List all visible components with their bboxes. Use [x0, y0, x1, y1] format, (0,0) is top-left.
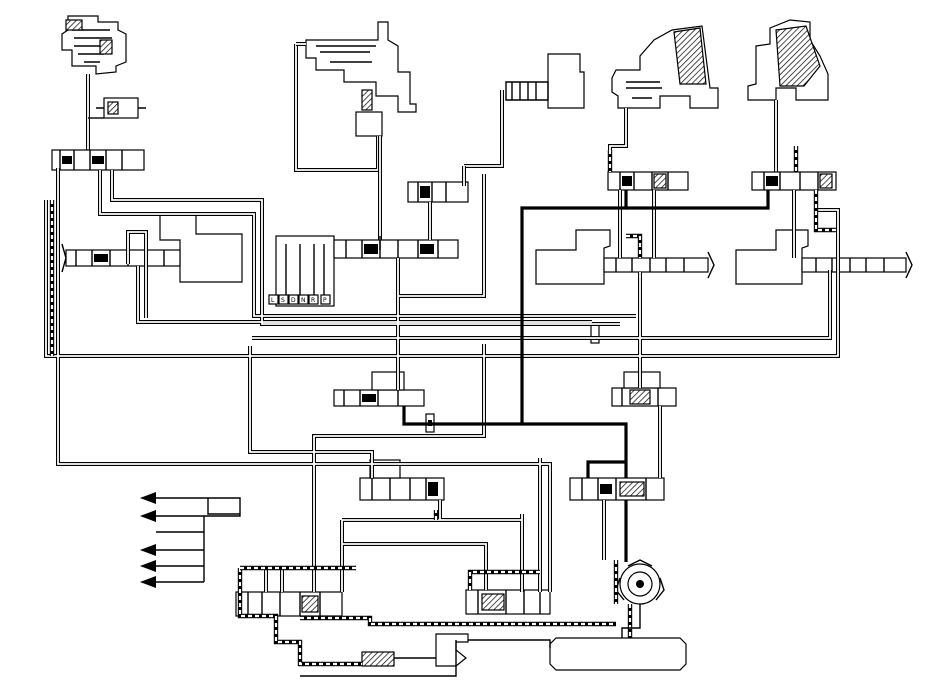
clutch-assembly-top-left [61, 15, 127, 150]
oil-filter [361, 651, 395, 667]
primary-regulator-valve [569, 477, 665, 501]
cooler-unit [435, 633, 469, 667]
dashed-passages [49, 146, 836, 667]
solenoid-right-1 [535, 229, 715, 285]
lockup-valve-right-mid [611, 371, 677, 407]
solenoid-valve-left [61, 213, 243, 283]
control-valve-lower-left [235, 591, 343, 617]
selector-label-p: P [323, 297, 327, 304]
check-valve-right-mid [590, 324, 600, 344]
shift-valve-upper-left [51, 149, 145, 171]
accumulator-small [96, 97, 146, 119]
selector-label-l: L [271, 297, 275, 304]
selector-label-s: S [281, 297, 285, 304]
manual-valve [275, 235, 459, 307]
selector-position-labels: L S D N R P [268, 294, 331, 305]
regulator-valve-center [333, 371, 425, 407]
selector-label-n: N [301, 297, 306, 304]
solenoid-top-center-right [464, 53, 585, 168]
output-arrows [140, 492, 241, 588]
oil-pump [615, 559, 665, 605]
bold-line-pressure-path [402, 190, 770, 562]
valve-right-upper-1 [607, 171, 689, 191]
solenoid-right-2 [735, 229, 913, 285]
oil-pan [549, 637, 687, 671]
valve-right-upper-2 [751, 171, 837, 191]
control-valve-lower-mid [465, 589, 551, 615]
double-line-passages-inner [45, 136, 839, 592]
double-line-passages [44, 136, 840, 592]
clutch-assembly-top-right-2 [747, 19, 829, 172]
selector-label-r: R [311, 297, 315, 304]
selector-label-d: D [291, 297, 296, 304]
valve-body-top-center [294, 21, 417, 172]
pressure-valve-mid-upper [407, 181, 469, 203]
control-valve-lower-center [359, 459, 445, 501]
thin-pipes [88, 117, 641, 677]
clutch-assembly-top-right-1 [608, 25, 719, 176]
